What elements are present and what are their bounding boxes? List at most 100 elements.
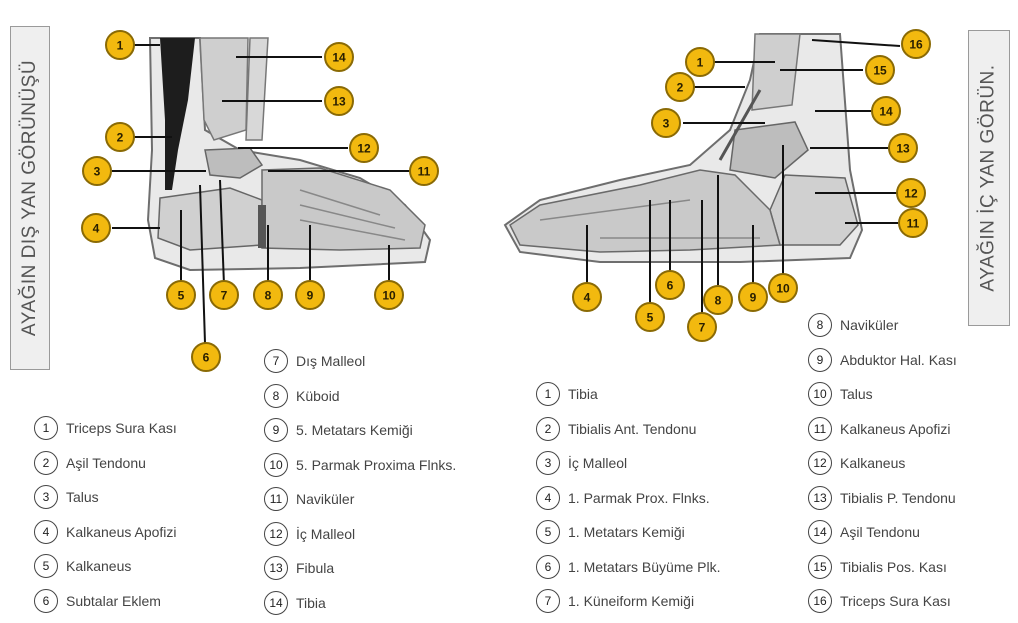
legend-number: 15 xyxy=(808,555,832,579)
lateral-marker-5: 5 xyxy=(167,281,195,309)
legend-number: 11 xyxy=(264,487,288,511)
legend-number: 16 xyxy=(808,589,832,613)
svg-text:12: 12 xyxy=(357,142,371,156)
lateral-marker-12: 12 xyxy=(350,134,378,162)
legend-label: Abduktor Hal. Kası xyxy=(840,352,957,368)
svg-text:8: 8 xyxy=(715,294,722,308)
medial-marker-7: 7 xyxy=(688,313,716,341)
legend-number: 13 xyxy=(264,556,288,580)
svg-text:2: 2 xyxy=(677,81,684,95)
legend-number: 12 xyxy=(264,522,288,546)
legend-number: 9 xyxy=(808,348,832,372)
medial-marker-3: 3 xyxy=(652,109,680,137)
lateral-legend-item: 3 Talus xyxy=(34,485,99,509)
legend-number: 11 xyxy=(808,417,832,441)
legend-number: 1 xyxy=(536,382,560,406)
svg-text:6: 6 xyxy=(667,279,674,293)
legend-number: 10 xyxy=(264,453,288,477)
medial-legend-item: 12 Kalkaneus xyxy=(808,451,905,475)
legend-label: Talus xyxy=(840,386,873,402)
medial-legend-item: 16 Triceps Sura Kası xyxy=(808,589,951,613)
lateral-legend-item: 11 Naviküler xyxy=(264,487,354,511)
svg-text:13: 13 xyxy=(332,95,346,109)
medial-marker-8: 8 xyxy=(704,286,732,314)
legend-number: 5 xyxy=(34,554,58,578)
svg-text:1: 1 xyxy=(117,39,124,53)
legend-number: 10 xyxy=(808,382,832,406)
lateral-marker-4: 4 xyxy=(82,214,110,242)
svg-text:14: 14 xyxy=(332,51,346,65)
medial-legend-item: 71. Küneiform Kemiği xyxy=(536,589,694,613)
legend-label: İç Malleol xyxy=(568,455,627,471)
medial-marker-14: 14 xyxy=(872,97,900,125)
medial-legend-item: 2Tibialis Ant. Tendonu xyxy=(536,417,696,441)
medial-marker-13: 13 xyxy=(889,134,917,162)
medial-marker-12: 12 xyxy=(897,179,925,207)
legend-number: 8 xyxy=(264,384,288,408)
medial-legend-item: 9 Abduktor Hal. Kası xyxy=(808,348,957,372)
lateral-marker-8: 8 xyxy=(254,281,282,309)
svg-text:11: 11 xyxy=(907,217,920,231)
legend-label: Küboid xyxy=(296,388,340,404)
medial-legend-item: 13Tibialis P. Tendonu xyxy=(808,486,956,510)
legend-number: 14 xyxy=(808,520,832,544)
svg-text:3: 3 xyxy=(663,117,670,131)
svg-text:13: 13 xyxy=(896,142,910,156)
lateral-marker-10: 10 xyxy=(375,281,403,309)
medial-marker-4: 4 xyxy=(573,283,601,311)
svg-text:10: 10 xyxy=(776,282,790,296)
legend-number: 9 xyxy=(264,418,288,442)
legend-label: Talus xyxy=(66,489,99,505)
medial-legend-item: 6 1. Metatars Büyüme Plk. xyxy=(536,555,721,579)
legend-label: Kalkaneus Apofizi xyxy=(840,421,951,437)
legend-number: 3 xyxy=(536,451,560,475)
legend-number: 8 xyxy=(808,313,832,337)
legend-label: Aşil Tendonu xyxy=(840,524,920,540)
legend-number: 4 xyxy=(34,520,58,544)
svg-text:14: 14 xyxy=(879,105,893,119)
legend-label: Subtalar Eklem xyxy=(66,593,161,609)
legend-number: 6 xyxy=(536,555,560,579)
legend-number: 5 xyxy=(536,520,560,544)
legend-label: Naviküler xyxy=(296,491,354,507)
svg-text:5: 5 xyxy=(178,289,185,303)
legend-number: 3 xyxy=(34,485,58,509)
legend-label: Triceps Sura Kası xyxy=(840,593,951,609)
svg-text:9: 9 xyxy=(307,289,314,303)
lateral-marker-9: 9 xyxy=(296,281,324,309)
medial-legend-item: 3 İç Malleol xyxy=(536,451,627,475)
legend-number: 1 xyxy=(34,416,58,440)
legend-label: Tibia xyxy=(568,386,598,402)
legend-label: 1. Metatars Büyüme Plk. xyxy=(568,559,721,575)
svg-text:10: 10 xyxy=(382,289,396,303)
lateral-marker-13: 13 xyxy=(325,87,353,115)
lateral-legend-item: 8 Küboid xyxy=(264,384,340,408)
lateral-legend-item: 105. Parmak Proxima Flnks. xyxy=(264,453,456,477)
medial-marker-10: 10 xyxy=(769,274,797,302)
lateral-legend-item: 7Dış Malleol xyxy=(264,349,365,373)
legend-number: 12 xyxy=(808,451,832,475)
svg-text:11: 11 xyxy=(418,165,431,179)
legend-label: Tibialis Ant. Tendonu xyxy=(568,421,696,437)
legend-label: 1. Küneiform Kemiği xyxy=(568,593,694,609)
legend-label: Kalkaneus xyxy=(840,455,905,471)
medial-marker-6: 6 xyxy=(656,271,684,299)
legend-label: 1. Metatars Kemiği xyxy=(568,524,685,540)
legend-label: İç Malleol xyxy=(296,526,355,542)
medial-marker-16: 16 xyxy=(902,30,930,58)
lateral-marker-1: 1 xyxy=(106,31,134,59)
svg-text:2: 2 xyxy=(117,131,124,145)
svg-text:9: 9 xyxy=(750,291,757,305)
lateral-legend-item: 12 İç Malleol xyxy=(264,522,355,546)
medial-legend-item: 10 Talus xyxy=(808,382,873,406)
medial-marker-2: 2 xyxy=(666,73,694,101)
svg-text:15: 15 xyxy=(873,64,887,78)
svg-text:4: 4 xyxy=(93,222,100,236)
medial-legend-item: 14 Aşil Tendonu xyxy=(808,520,920,544)
